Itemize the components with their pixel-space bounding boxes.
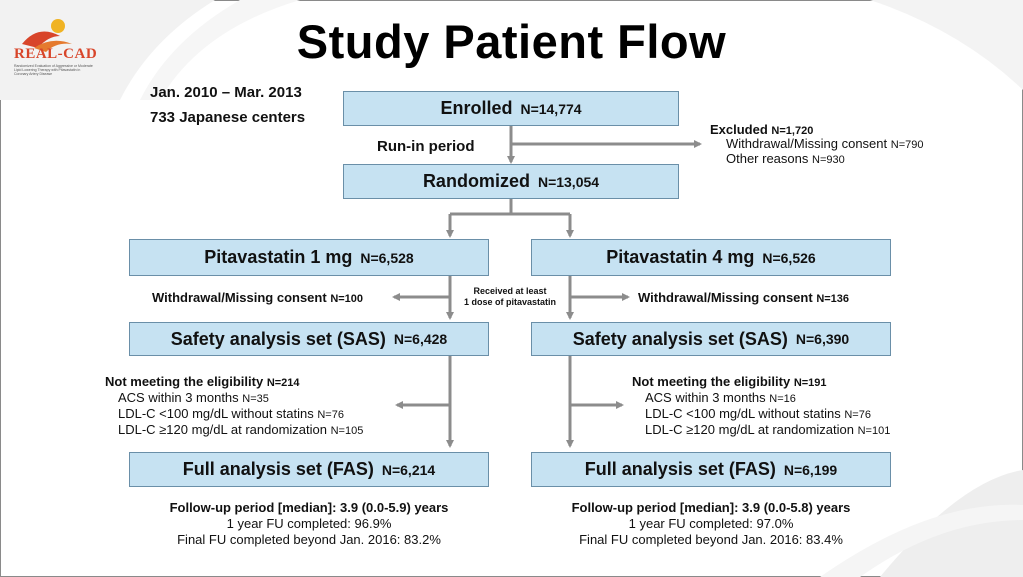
followup-one-year: 1 year FU completed: 97.0% xyxy=(628,516,794,531)
excluded-item-text: Other reasons xyxy=(726,151,809,166)
received-dose-note: Received at least 1 dose of pitavastatin xyxy=(455,286,565,308)
followup-final: Final FU completed beyond Jan. 2016: 83.… xyxy=(579,532,843,547)
excluded-n: N=1,720 xyxy=(771,125,814,137)
logo xyxy=(8,14,128,92)
not-eligible-item: ACS within 3 months N=16 xyxy=(645,390,796,405)
not-eligible-item-n: N=105 xyxy=(330,425,364,437)
fas-4mg-box: Full analysis set (FAS) N=6,199 xyxy=(531,452,891,487)
followup-final: Final FU completed beyond Jan. 2016: 83.… xyxy=(177,532,441,547)
not-eligible-item-text: ACS within 3 months xyxy=(118,390,239,405)
not-eligible-item-n: N=35 xyxy=(242,393,269,405)
randomized-label: Randomized xyxy=(422,171,530,191)
not-eligible-item-text: LDL-C ≥120 mg/dL at randomization xyxy=(118,422,327,437)
enrolled-n: N=14,774 xyxy=(520,100,582,117)
study-period: Jan. 2010 – Mar. 2013 xyxy=(150,84,302,101)
sas-label: Safety analysis set (SAS) xyxy=(170,328,386,349)
received-note-line: 1 dose of pitavastatin xyxy=(463,297,557,307)
not-eligible-n: N=191 xyxy=(793,377,827,389)
not-eligible-n: N=214 xyxy=(266,377,300,389)
withdrawal-1mg: Withdrawal/Missing consent N=100 xyxy=(152,290,363,305)
followup-one-year: 1 year FU completed: 96.9% xyxy=(226,516,392,531)
logo-text: REAL-CAD xyxy=(14,46,98,62)
withdrawal-n: N=136 xyxy=(816,293,850,305)
enrolled-box: Enrolled N=14,774 xyxy=(343,91,679,126)
not-eligible-item: LDL-C <100 mg/dL without statins N=76 xyxy=(645,406,871,421)
excluded-item-n: N=930 xyxy=(812,154,845,166)
withdrawal-text: Withdrawal/Missing consent xyxy=(152,290,327,305)
followup-1mg: Follow-up period [median]: 3.9 (0.0-5.9)… xyxy=(104,500,514,548)
arm-n: N=6,526 xyxy=(762,249,816,266)
sas-n: N=6,428 xyxy=(393,331,448,347)
enrolled-label: Enrolled xyxy=(440,98,513,118)
excluded-label: Excluded xyxy=(710,122,768,137)
randomized-box: Randomized N=13,054 xyxy=(343,164,679,199)
not-eligible-item-n: N=101 xyxy=(857,425,891,437)
arm-n: N=6,528 xyxy=(360,249,414,266)
withdrawal-4mg: Withdrawal/Missing consent N=136 xyxy=(638,290,849,305)
not-eligible-item-text: ACS within 3 months xyxy=(645,390,766,405)
not-eligible-item-text: LDL-C ≥120 mg/dL at randomization xyxy=(645,422,854,437)
sas-4mg-box: Safety analysis set (SAS) N=6,390 xyxy=(531,322,891,356)
not-eligible-label: Not meeting the eligibility xyxy=(632,374,791,389)
not-eligible-item-n: N=76 xyxy=(317,409,344,421)
not-eligible-item: ACS within 3 months N=35 xyxy=(118,390,269,405)
fas-n: N=6,214 xyxy=(381,461,436,478)
not-eligible-item: LDL-C ≥120 mg/dL at randomization N=105 xyxy=(118,422,363,437)
followup-4mg: Follow-up period [median]: 3.9 (0.0-5.8)… xyxy=(506,500,916,548)
arm-name: Pitavastatin 4 mg xyxy=(606,247,755,267)
not-eligible-item-n: N=16 xyxy=(769,393,796,405)
not-eligible-item: LDL-C <100 mg/dL without statins N=76 xyxy=(118,406,344,421)
excluded-item: Withdrawal/Missing consent N=790 xyxy=(726,136,923,151)
fas-label: Full analysis set (FAS) xyxy=(182,459,374,479)
sas-label: Safety analysis set (SAS) xyxy=(572,328,788,349)
sas-1mg-box: Safety analysis set (SAS) N=6,428 xyxy=(129,322,489,356)
fas-label: Full analysis set (FAS) xyxy=(584,459,776,479)
followup-median: Follow-up period [median]: 3.9 (0.0-5.9)… xyxy=(169,500,449,515)
not-eligible-4mg-heading: Not meeting the eligibility N=191 xyxy=(632,374,827,389)
followup-median: Follow-up period [median]: 3.9 (0.0-5.8)… xyxy=(571,500,851,515)
not-eligible-item: LDL-C ≥120 mg/dL at randomization N=101 xyxy=(645,422,890,437)
fas-n: N=6,199 xyxy=(783,461,838,478)
not-eligible-1mg-heading: Not meeting the eligibility N=214 xyxy=(105,374,300,389)
excluded-heading: Excluded N=1,720 xyxy=(710,122,813,137)
study-centers: 733 Japanese centers xyxy=(150,109,306,126)
excluded-item: Other reasons N=930 xyxy=(726,151,845,166)
page-title: Study Patient Flow xyxy=(296,15,727,68)
excluded-item-n: N=790 xyxy=(890,139,924,151)
sas-n: N=6,390 xyxy=(795,331,850,347)
excluded-item-text: Withdrawal/Missing consent xyxy=(726,136,888,151)
not-eligible-item-text: LDL-C <100 mg/dL without statins xyxy=(118,406,314,421)
withdrawal-n: N=100 xyxy=(330,293,364,305)
received-note-line: Received at least xyxy=(473,286,547,296)
logo-subtitle: Randomized Evaluation of Aggressive or M… xyxy=(14,64,93,76)
withdrawal-text: Withdrawal/Missing consent xyxy=(638,290,813,305)
arm-name: Pitavastatin 1 mg xyxy=(204,247,353,267)
run-in-label: Run-in period xyxy=(377,138,475,155)
fas-1mg-box: Full analysis set (FAS) N=6,214 xyxy=(129,452,489,487)
not-eligible-item-n: N=76 xyxy=(844,409,871,421)
arm-4mg-box: Pitavastatin 4 mg N=6,526 xyxy=(531,239,891,276)
arm-1mg-box: Pitavastatin 1 mg N=6,528 xyxy=(129,239,489,276)
not-eligible-item-text: LDL-C <100 mg/dL without statins xyxy=(645,406,841,421)
randomized-n: N=13,054 xyxy=(537,173,600,190)
not-eligible-label: Not meeting the eligibility xyxy=(105,374,264,389)
